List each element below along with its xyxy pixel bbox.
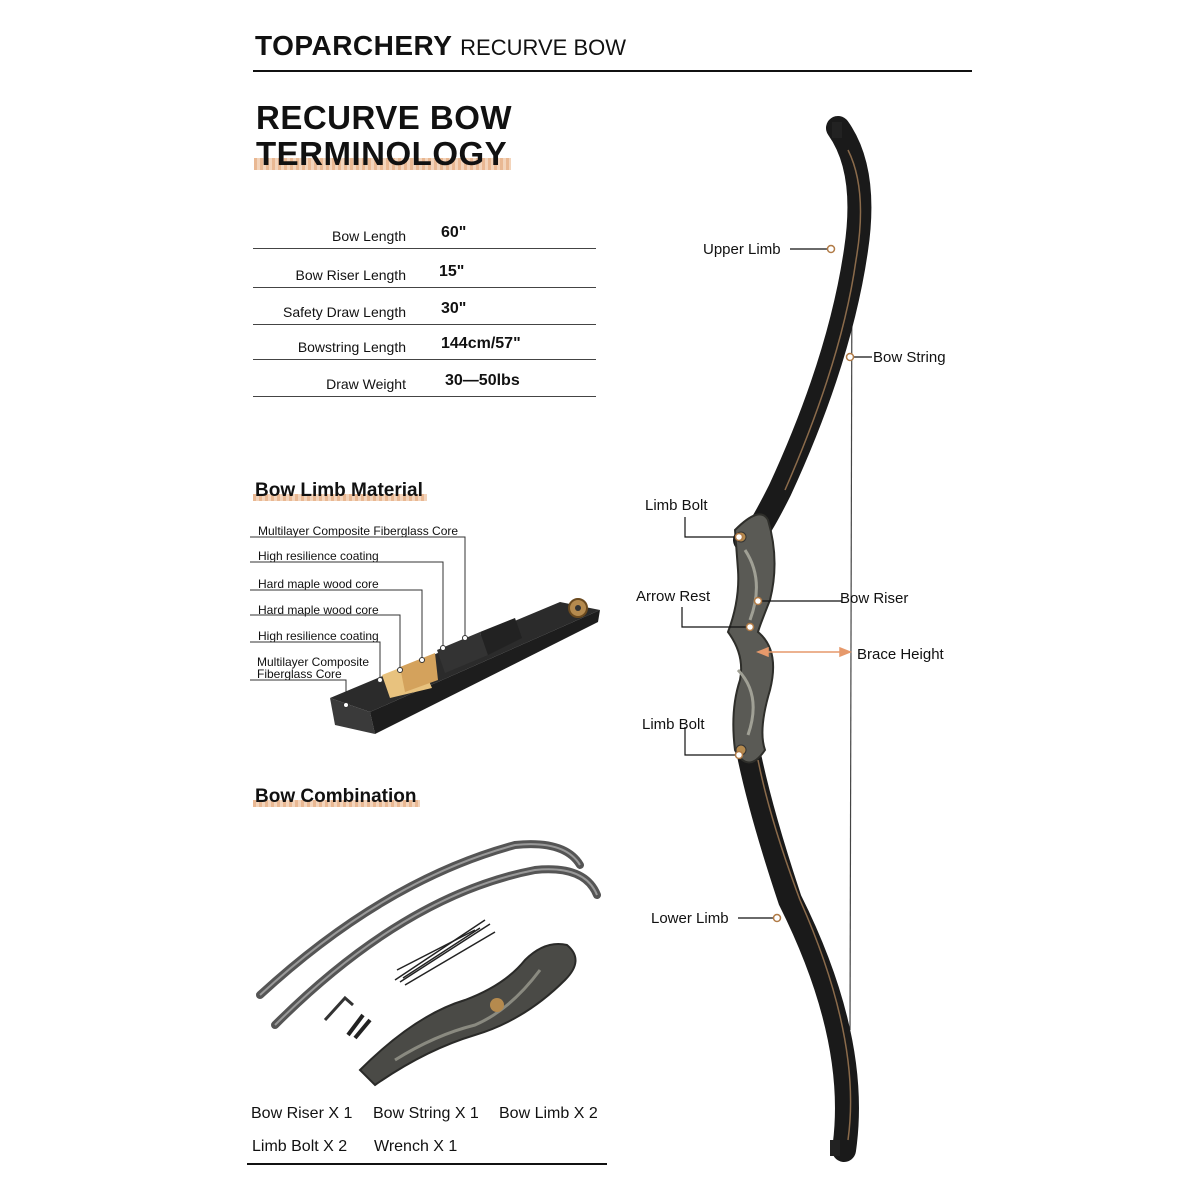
spec-row: Bow Length 60" (253, 212, 596, 249)
label-brace-height: Brace Height (857, 646, 944, 663)
title-line-2: TERMINOLOGY (253, 135, 512, 172)
material-layer-label: Hard maple wood core (258, 603, 379, 617)
upper-limb (733, 116, 872, 554)
label-bow-riser: Bow Riser (840, 590, 909, 607)
brand-subtitle: RECURVE BOW (460, 35, 627, 60)
bow-string-line (849, 249, 853, 1031)
spec-label: Safety Draw Length (283, 304, 406, 320)
label-bow-string: Bow String (873, 349, 946, 366)
spec-label: Bowstring Length (297, 339, 406, 355)
combination-divider (247, 1163, 607, 1165)
limb-cross-section-illustration (250, 536, 600, 734)
material-layer-label: Hard maple wood core (258, 577, 379, 591)
brand-name: TOPARCHERY (255, 30, 452, 61)
label-upper-limb: Upper Limb (703, 241, 781, 258)
combo-item: Limb Bolt X 2 (252, 1138, 348, 1155)
combo-item: Bow Limb X 2 (499, 1105, 598, 1122)
spec-value: 30—50lbs (445, 372, 520, 389)
combo-item: Bow Riser X 1 (251, 1105, 353, 1122)
label-arrow-rest: Arrow Rest (636, 588, 711, 605)
material-layer-label: Multilayer Composite Fiberglass Core (258, 524, 459, 538)
spec-value: 15" (439, 263, 465, 280)
recurve-bow-illustration (681, 116, 872, 1162)
combo-item: Wrench X 1 (374, 1138, 458, 1155)
material-layer-label: High resilience coating (258, 629, 379, 643)
spec-value: 30" (441, 300, 467, 317)
brand-title: TOPARCHERY RECURVE BOW (255, 30, 626, 62)
spec-label: Bow Riser Length (295, 267, 406, 283)
page-title: RECURVE BOW TERMINOLOGY (253, 99, 513, 172)
material-layer-label: High resilience coating (258, 549, 379, 563)
limb-material-heading: Bow Limb Material (253, 480, 427, 501)
spec-label: Draw Weight (326, 376, 406, 392)
label-limb-bolt-bottom: Limb Bolt (642, 716, 705, 733)
material-layer-label: Multilayer Composite Fiberglass Core (257, 655, 370, 681)
bow-riser-shape (726, 513, 776, 764)
combo-item: Bow String X 1 (373, 1105, 479, 1122)
spec-row: Bowstring Length 144cm/57" (253, 323, 596, 360)
bow-combination-illustration (256, 840, 601, 1087)
spec-row: Safety Draw Length 30" (253, 288, 596, 325)
spec-value: 60" (441, 224, 467, 241)
title-line-1: RECURVE BOW (256, 99, 513, 136)
spec-label: Bow Length (332, 228, 406, 244)
spec-row: Draw Weight 30—50lbs (253, 360, 596, 397)
label-lower-limb: Lower Limb (651, 910, 729, 927)
bow-combination-heading: Bow Combination (252, 786, 421, 807)
spec-value: 144cm/57" (441, 335, 521, 352)
header-divider (253, 70, 972, 72)
lower-limb (736, 738, 859, 1162)
label-limb-bolt-top: Limb Bolt (645, 497, 708, 514)
spec-row: Bow Riser Length 15" (253, 251, 596, 288)
